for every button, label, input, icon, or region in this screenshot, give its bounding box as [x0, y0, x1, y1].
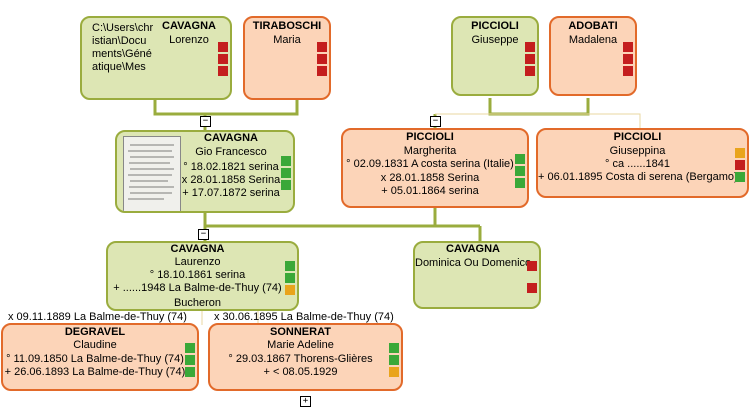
person-surname: PICCIOLI [613, 131, 662, 143]
person-given-name: Margherita [403, 145, 457, 157]
source-flag-green [281, 180, 291, 190]
person-birth: ° 18.10.1861 serina [149, 269, 246, 281]
source-flag-green [515, 166, 525, 176]
source-flag-green [281, 168, 291, 178]
person-card-piccioli-giuseppe[interactable]: PICCIOLI Giuseppe [451, 16, 539, 96]
source-flag-red [317, 42, 327, 52]
source-flag-green [185, 343, 195, 353]
person-card-degravel-claudine[interactable]: DEGRAVEL Claudine ° 11.09.1850 La Balme-… [1, 323, 199, 391]
person-surname: PICCIOLI [406, 131, 454, 143]
person-given-name: Dominica Ou Domenico [415, 257, 532, 269]
source-flag-green [515, 178, 525, 188]
person-given-name: Gio Francesco [195, 146, 267, 158]
person-death: + 05.01.1864 serina [381, 185, 479, 197]
document-photo-thumbnail[interactable] [123, 136, 181, 211]
person-card-cavagna-dominica[interactable]: CAVAGNA Dominica Ou Domenico [413, 241, 541, 309]
source-flag-red [527, 283, 537, 293]
person-surname: CAVAGNA [162, 20, 216, 32]
expand-toggle-icon[interactable]: + [300, 396, 311, 407]
person-birth: ° 02.09.1831 A costa serina (Italie) [346, 158, 514, 170]
person-birth: ° ca ......1841 [605, 158, 670, 170]
person-marriage: x 28.01.1858 Serina [380, 172, 480, 184]
source-flag-green [389, 343, 399, 353]
person-given-name: Claudine [73, 339, 117, 351]
source-flag-red [317, 54, 327, 64]
source-flag-green [185, 367, 195, 377]
person-card-tiraboschi-maria[interactable]: TIRABOSCHI Maria [243, 16, 331, 100]
source-flag-green [735, 172, 745, 182]
source-flag-green [515, 154, 525, 164]
person-card-cavagna-laurenzo[interactable]: CAVAGNA Laurenzo ° 18.10.1861 serina + .… [106, 241, 299, 311]
source-flag-red [218, 66, 228, 76]
marriage-label: x 09.11.1889 La Balme-de-Thuy (74) [8, 311, 187, 323]
source-flag-red [525, 66, 535, 76]
marriage-label: x 30.06.1895 La Balme-de-Thuy (74) [214, 311, 394, 323]
person-occupation: Bucheron [173, 297, 222, 309]
source-check-icon [185, 355, 195, 365]
person-surname: CAVAGNA [446, 243, 500, 255]
person-death: + 26.06.1893 La Balme-de-Thuy (74) [4, 366, 186, 378]
person-given-name: Madalena [568, 34, 618, 46]
source-flag-red [623, 66, 633, 76]
source-flag-orange [389, 367, 399, 377]
source-flag-orange [735, 148, 745, 158]
media-path-text: C:\Users\christian\Documents\Généatique\… [92, 22, 154, 73]
person-given-name: Giuseppe [471, 34, 519, 46]
person-death: + < 08.05.1929 [263, 366, 338, 378]
person-card-piccioli-margherita[interactable]: PICCIOLI Margherita ° 02.09.1831 A costa… [341, 128, 529, 208]
person-marriage: x 28.01.1858 Serina [181, 174, 281, 186]
person-surname: PICCIOLI [471, 20, 519, 32]
source-flag-red [317, 66, 327, 76]
source-flag-orange [285, 285, 295, 295]
person-death: + 06.01.1895 Costa di serena (Bergamo) [538, 171, 738, 183]
person-surname: DEGRAVEL [64, 326, 126, 338]
person-given-name: Laurenzo [174, 256, 221, 268]
person-given-name: Giuseppina [609, 145, 666, 157]
person-surname: CAVAGNA [204, 132, 258, 144]
collapse-toggle-icon[interactable]: − [430, 116, 441, 127]
person-surname: ADOBATI [568, 20, 618, 32]
person-given-name: Lorenzo [169, 34, 209, 46]
person-surname: TIRABOSCHI [252, 20, 322, 32]
source-flag-green [285, 273, 295, 283]
person-death: + ......1948 La Balme-de-Thuy (74) [113, 282, 282, 294]
collapse-toggle-icon[interactable]: − [198, 229, 209, 240]
source-flag-green [389, 355, 399, 365]
source-flag-red [218, 42, 228, 52]
source-flag-green [281, 156, 291, 166]
source-flag-red [623, 42, 633, 52]
person-birth: ° 18.02.1821 serina [183, 161, 279, 173]
person-given-name: Marie Adeline [267, 339, 334, 351]
person-birth: ° 29.03.1867 Thorens-Glières [228, 353, 373, 365]
collapse-toggle-icon[interactable]: − [200, 116, 211, 127]
person-surname: CAVAGNA [170, 243, 225, 255]
person-card-cavagna-lorenzo[interactable]: C:\Users\christian\Documents\Généatique\… [80, 16, 232, 100]
person-death: + 17.07.1872 serina [182, 187, 280, 199]
person-birth: ° 11.09.1850 La Balme-de-Thuy (74) [6, 353, 184, 365]
person-card-adobati-madalena[interactable]: ADOBATI Madalena [549, 16, 637, 96]
person-card-sonnerat-marie-adeline[interactable]: SONNERAT Marie Adeline ° 29.03.1867 Thor… [208, 323, 403, 391]
person-card-cavagna-gio-francesco[interactable]: CAVAGNA Gio Francesco ° 18.02.1821 serin… [115, 130, 295, 213]
source-flag-green [285, 261, 295, 271]
person-card-piccioli-giuseppina[interactable]: PICCIOLI Giuseppina ° ca ......1841 + 06… [536, 128, 749, 198]
source-flag-red [218, 54, 228, 64]
source-flag-red [735, 160, 745, 170]
source-flag-red [525, 42, 535, 52]
source-flag-red [623, 54, 633, 64]
person-surname: SONNERAT [270, 326, 331, 338]
source-flag-red [525, 54, 535, 64]
source-flag-red [527, 261, 537, 271]
person-given-name: Maria [273, 34, 301, 46]
